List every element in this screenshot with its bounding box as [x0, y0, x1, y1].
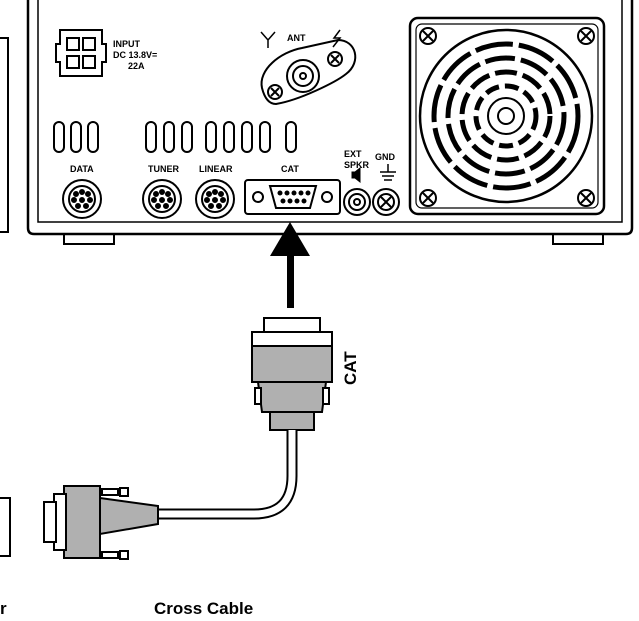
foot-left: [63, 233, 115, 245]
connection-arrow: [270, 222, 310, 308]
ground-icon: [380, 164, 396, 181]
vent-slots: [53, 121, 297, 153]
foot-right: [552, 233, 604, 245]
data-port: [62, 179, 102, 219]
antenna-icon: [260, 31, 276, 48]
ant-label: ANT: [287, 33, 306, 43]
speaker-icon: [351, 166, 361, 184]
gnd-terminal: [372, 188, 400, 216]
ext-label: EXT: [344, 149, 362, 159]
linear-port: [195, 179, 235, 219]
input-current-label: 22A: [128, 61, 145, 71]
rear-panel: [26, 0, 634, 245]
cat-cable-label: CAT: [341, 351, 360, 385]
cross-cable-caption: Cross Cable: [154, 599, 253, 618]
spkr-label: SPKR: [344, 160, 370, 170]
linear-port-label: LINEAR: [199, 164, 233, 174]
cat-port: [244, 179, 341, 215]
tuner-port: [142, 179, 182, 219]
gnd-label: GND: [375, 152, 396, 162]
pc-cable-connector: [43, 485, 159, 560]
input-voltage-label: DC 13.8V=: [113, 50, 157, 60]
left-device-edge: [0, 37, 11, 557]
cut-off-caption: r: [0, 599, 7, 618]
cat-cable-connector: [251, 317, 333, 431]
data-port-label: DATA: [70, 164, 94, 174]
cable-line: [158, 430, 298, 520]
dc-input-connector: [55, 29, 107, 77]
cat-port-label: CAT: [281, 164, 299, 174]
lightning-icon: [332, 29, 342, 48]
input-label: INPUT: [113, 39, 141, 49]
tuner-port-label: TUNER: [148, 164, 179, 174]
ant-connector: [260, 38, 357, 106]
fan-grille: [408, 16, 606, 216]
ext-spkr-jack: [343, 188, 371, 216]
